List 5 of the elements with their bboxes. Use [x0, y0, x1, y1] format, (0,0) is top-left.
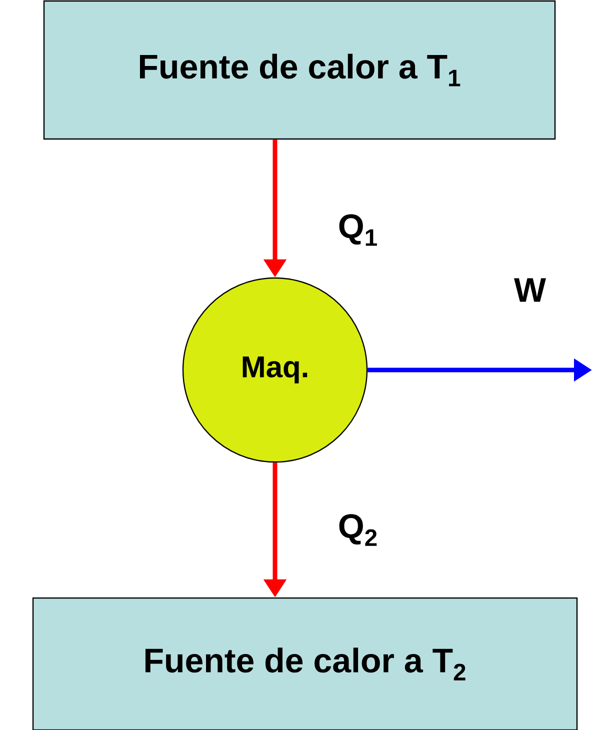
edge-label: W — [514, 278, 546, 302]
heat-source-box: Fuente de calor a T$_{1}$ — [43, 0, 556, 140]
edge-label: Q$_{2}$ — [339, 514, 377, 546]
heat-source-box: Fuente de calor a T$_{2}$ — [32, 597, 578, 730]
edge-label: Q$_{1}$ — [339, 214, 377, 246]
